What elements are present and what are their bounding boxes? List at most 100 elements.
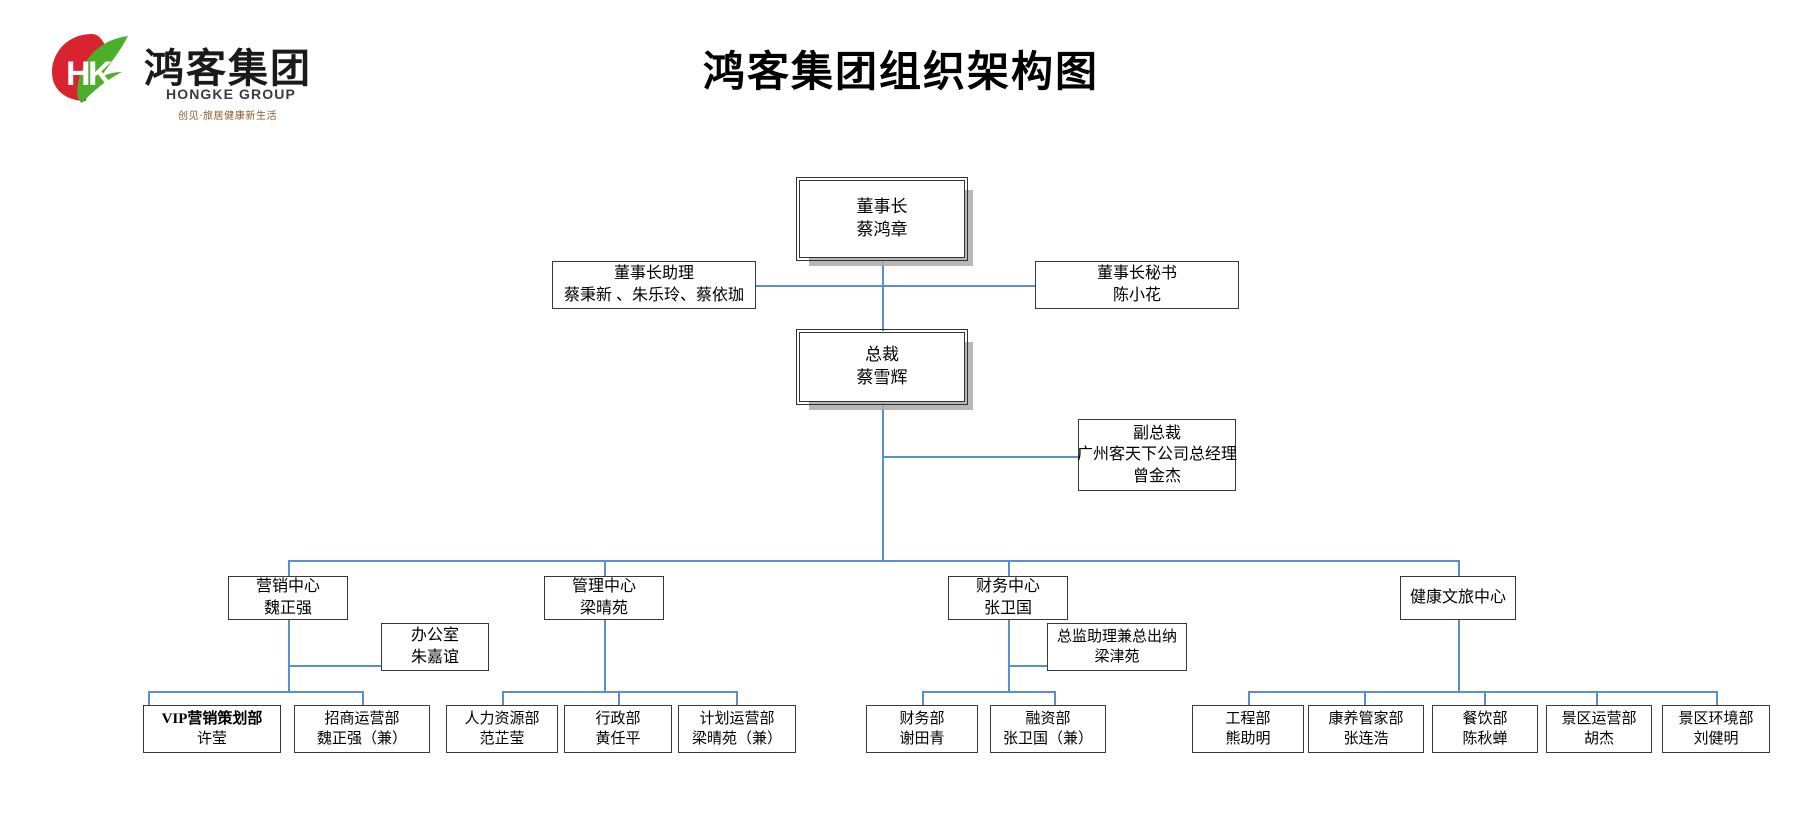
connector-chairman-secretary <box>883 285 1035 287</box>
node-scenic-environment-dept-title: 景区环境部 <box>1678 710 1754 727</box>
node-engineering-dept-person: 熊助明 <box>1225 731 1271 747</box>
node-office[interactable]: 办公室 朱嘉谊 <box>381 623 489 671</box>
connector-drop-fin-center <box>1008 560 1010 576</box>
hongke-leaf-logo-icon: H K <box>48 28 134 106</box>
svg-text:K: K <box>88 55 113 93</box>
connector-drop-hr <box>502 691 504 705</box>
node-chairman-assistant[interactable]: 董事长助理 蔡秉新 、朱乐玲、蔡依珈 <box>552 261 756 309</box>
node-hr-dept-person: 范芷莹 <box>479 731 525 747</box>
node-scenic-environment-dept-person: 刘健明 <box>1693 731 1739 747</box>
node-funding-dept-person: 张卫国（兼） <box>1002 731 1093 747</box>
node-investment-operations-dept[interactable]: 招商运营部 魏正强（兼） <box>294 705 430 753</box>
node-health-steward-dept-title: 康养管家部 <box>1328 710 1404 727</box>
connector-chairman-assistant <box>755 285 883 287</box>
connector-health-down <box>1458 619 1460 691</box>
node-catering-dept[interactable]: 餐饮部 陈秋蝉 <box>1432 705 1538 753</box>
node-management-center-title: 管理中心 <box>571 578 636 596</box>
node-office-title: 办公室 <box>410 627 459 645</box>
node-hr-dept-title: 人力资源部 <box>464 710 540 727</box>
connector-drop-mkt-center <box>288 560 290 576</box>
connector-mkt-dept-bus <box>148 691 363 693</box>
node-vip-marketing-dept-title: VIP营销策划部 <box>161 710 263 727</box>
node-vice-president-person: 曾金杰 <box>1132 467 1181 485</box>
node-vice-president-subtitle: 广州客天下公司总经理 <box>1077 446 1238 464</box>
node-health-center-title: 健康文旅中心 <box>1409 589 1506 607</box>
connector-fin-down <box>1008 619 1010 691</box>
node-finance-dept[interactable]: 财务部 谢田青 <box>866 705 978 753</box>
connector-health-dept-bus <box>1248 691 1716 693</box>
node-finance-center-person: 张卫国 <box>983 600 1032 617</box>
node-president-person: 蔡雪辉 <box>856 368 908 387</box>
connector-president-vicepresident <box>883 456 1079 458</box>
node-planning-operations-dept-title: 计划运营部 <box>699 710 775 727</box>
node-marketing-center-person: 魏正强 <box>263 600 312 617</box>
node-investment-operations-dept-title: 招商运营部 <box>324 710 400 727</box>
connector-mgmt-down <box>604 619 606 691</box>
connector-fin-assistant <box>1008 665 1048 667</box>
connector-drop-engineer <box>1248 691 1250 705</box>
connector-drop-funding <box>1054 691 1056 705</box>
node-engineering-dept-title: 工程部 <box>1225 710 1271 727</box>
node-marketing-center[interactable]: 营销中心 魏正强 <box>228 576 348 620</box>
node-hr-dept[interactable]: 人力资源部 范芷莹 <box>446 705 558 753</box>
node-scenic-environment-dept[interactable]: 景区环境部 刘健明 <box>1662 705 1770 753</box>
node-health-center[interactable]: 健康文旅中心 <box>1400 576 1516 620</box>
node-management-center-person: 梁晴苑 <box>579 600 628 617</box>
brand-name-zh: 鸿客集团 <box>144 46 312 92</box>
node-scenic-operations-dept-person: 胡杰 <box>1583 731 1614 747</box>
node-president[interactable]: 总裁 蔡雪辉 <box>796 329 968 405</box>
node-vice-president[interactable]: 副总裁 广州客天下公司总经理 曾金杰 <box>1077 419 1238 491</box>
node-admin-dept-title: 行政部 <box>595 710 641 727</box>
node-finance-assistant[interactable]: 总监助理兼总出纳 梁津苑 <box>1047 623 1187 671</box>
connector-mkt-down <box>288 619 290 691</box>
node-admin-dept[interactable]: 行政部 黄任平 <box>564 705 672 753</box>
node-finance-assistant-person: 梁津苑 <box>1094 649 1140 665</box>
connector-drop-scenic-op <box>1596 691 1598 705</box>
node-finance-center-title: 财务中心 <box>975 578 1040 596</box>
node-funding-dept[interactable]: 融资部 张卫国（兼） <box>990 705 1106 753</box>
connector-fin-dept-bus <box>922 691 1055 693</box>
node-planning-operations-dept[interactable]: 计划运营部 梁晴苑（兼） <box>678 705 796 753</box>
node-scenic-operations-dept-title: 景区运营部 <box>1561 710 1637 727</box>
node-president-title: 总裁 <box>865 345 899 365</box>
node-marketing-center-title: 营销中心 <box>255 578 320 596</box>
connector-drop-scenic-env <box>1716 691 1718 705</box>
node-finance-assistant-title: 总监助理兼总出纳 <box>1056 628 1177 645</box>
node-finance-center[interactable]: 财务中心 张卫国 <box>948 576 1068 620</box>
node-catering-dept-person: 陈秋蝉 <box>1462 731 1508 747</box>
connector-mkt-office <box>288 665 382 667</box>
node-vip-marketing-dept[interactable]: VIP营销策划部 许莹 <box>143 705 281 753</box>
connector-drop-kangyang <box>1364 691 1366 705</box>
node-chairman-assistant-person: 蔡秉新 、朱乐玲、蔡依珈 <box>563 287 744 304</box>
connector-drop-health-center <box>1458 560 1460 576</box>
node-finance-dept-person: 谢田青 <box>899 731 945 747</box>
node-planning-operations-dept-person: 梁晴苑（兼） <box>691 731 782 747</box>
node-engineering-dept[interactable]: 工程部 熊助明 <box>1192 705 1304 753</box>
node-catering-dept-title: 餐饮部 <box>1462 710 1508 727</box>
brand-tagline: 创见·旅居健康新生活 <box>178 111 278 122</box>
node-chairman-secretary-title: 董事长秘书 <box>1096 265 1177 283</box>
node-funding-dept-title: 融资部 <box>1025 710 1071 727</box>
node-chairman[interactable]: 董事长 蔡鸿章 <box>796 177 968 261</box>
node-health-steward-dept[interactable]: 康养管家部 张连浩 <box>1308 705 1424 753</box>
brand-name-en: HONGKE GROUP <box>166 86 296 102</box>
node-finance-dept-title: 财务部 <box>899 710 945 727</box>
node-management-center[interactable]: 管理中心 梁晴苑 <box>544 576 664 620</box>
node-investment-operations-dept-person: 魏正强（兼） <box>316 731 407 747</box>
connector-president-trunk <box>882 403 884 561</box>
node-vice-president-title: 副总裁 <box>1132 424 1181 442</box>
node-chairman-secretary[interactable]: 董事长秘书 陈小花 <box>1035 261 1239 309</box>
page-title: 鸿客集团组织架构图 <box>702 50 1099 96</box>
connector-drop-plan-op <box>736 691 738 705</box>
connector-drop-mgmt-center <box>604 560 606 576</box>
node-chairman-person: 蔡鸿章 <box>856 220 908 239</box>
connector-drop-admin <box>618 691 620 705</box>
node-office-person: 朱嘉谊 <box>410 649 459 666</box>
connector-drop-vip-mkt <box>148 691 150 705</box>
node-health-steward-dept-person: 张连浩 <box>1343 731 1389 747</box>
node-chairman-secretary-person: 陈小花 <box>1112 287 1161 304</box>
node-scenic-operations-dept[interactable]: 景区运营部 胡杰 <box>1546 705 1652 753</box>
svg-text:H: H <box>66 55 91 93</box>
connector-centers-bus <box>288 560 1459 562</box>
